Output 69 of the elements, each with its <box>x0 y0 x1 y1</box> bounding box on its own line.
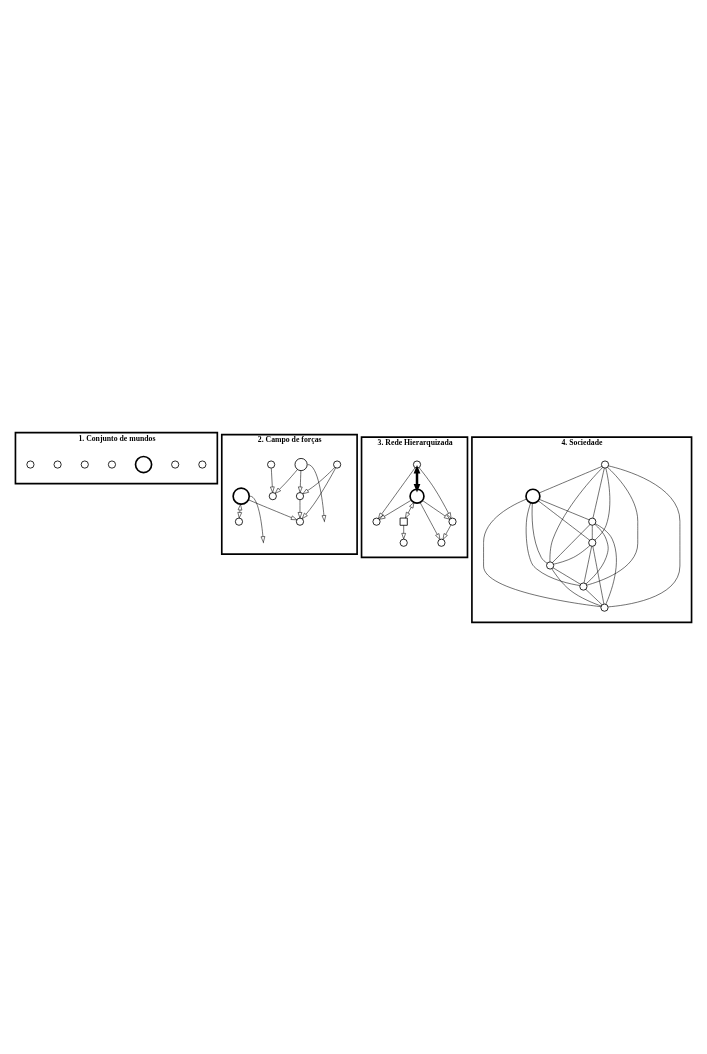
node-circle <box>409 487 425 504</box>
connector <box>592 545 605 604</box>
arrow <box>302 466 336 494</box>
cluster: 2. Campo de forças <box>220 433 358 555</box>
arrow <box>237 503 243 518</box>
node-circle <box>600 603 609 612</box>
connector <box>537 500 590 540</box>
node-circle <box>546 560 555 569</box>
arrow <box>378 466 416 519</box>
node-circle <box>601 460 610 469</box>
node-circle <box>107 460 116 469</box>
connector <box>595 522 617 604</box>
connector <box>525 502 581 586</box>
cluster: 1. Conjunto de mundos <box>14 431 219 484</box>
connector <box>483 498 602 607</box>
node-circle <box>267 460 276 469</box>
arrow <box>298 469 303 493</box>
connector <box>538 465 603 493</box>
connector <box>607 465 681 607</box>
arrow <box>405 501 415 518</box>
connector <box>592 467 605 518</box>
node-circle <box>372 517 381 526</box>
connector <box>553 544 591 564</box>
node-circle <box>437 538 446 547</box>
node-circle <box>234 517 243 526</box>
arrow <box>248 499 298 520</box>
node-circle <box>448 517 457 526</box>
connector <box>552 566 581 585</box>
connector <box>539 498 590 520</box>
arrow <box>419 501 441 540</box>
node-circle <box>268 491 277 500</box>
cluster: 3. Rede Hierarquizada <box>360 435 469 558</box>
node-circle <box>579 582 588 591</box>
arrow <box>418 466 452 519</box>
node-circle <box>198 460 207 469</box>
connector <box>583 545 592 583</box>
node-circle <box>295 517 304 526</box>
arrow <box>275 468 298 494</box>
node-circle <box>26 460 35 469</box>
connector <box>531 502 548 563</box>
arrow <box>422 499 451 520</box>
node-circle <box>171 460 180 469</box>
connector <box>585 588 603 605</box>
arrow <box>297 499 303 518</box>
node-circle <box>53 460 62 469</box>
connector <box>549 466 603 562</box>
node-circle <box>295 491 304 500</box>
connector <box>552 523 591 563</box>
node-circle <box>525 487 541 504</box>
node-circle <box>413 460 422 469</box>
node-circle <box>294 457 308 471</box>
cluster: 4. Sociedade <box>471 435 693 623</box>
node-circle <box>333 460 342 469</box>
node-circle <box>232 486 251 505</box>
node-circle <box>588 538 597 547</box>
node-circle <box>80 460 89 469</box>
connector <box>594 467 611 540</box>
arrow <box>442 524 452 540</box>
connector <box>551 567 602 606</box>
node-circle <box>134 455 153 473</box>
connector <box>592 524 593 539</box>
node-circle <box>588 517 597 526</box>
arrow <box>379 499 412 520</box>
connector <box>586 466 639 585</box>
node-box <box>399 517 408 526</box>
node-circle <box>399 538 408 547</box>
arrow <box>401 524 406 539</box>
connector <box>585 523 609 584</box>
arrow <box>270 467 275 493</box>
